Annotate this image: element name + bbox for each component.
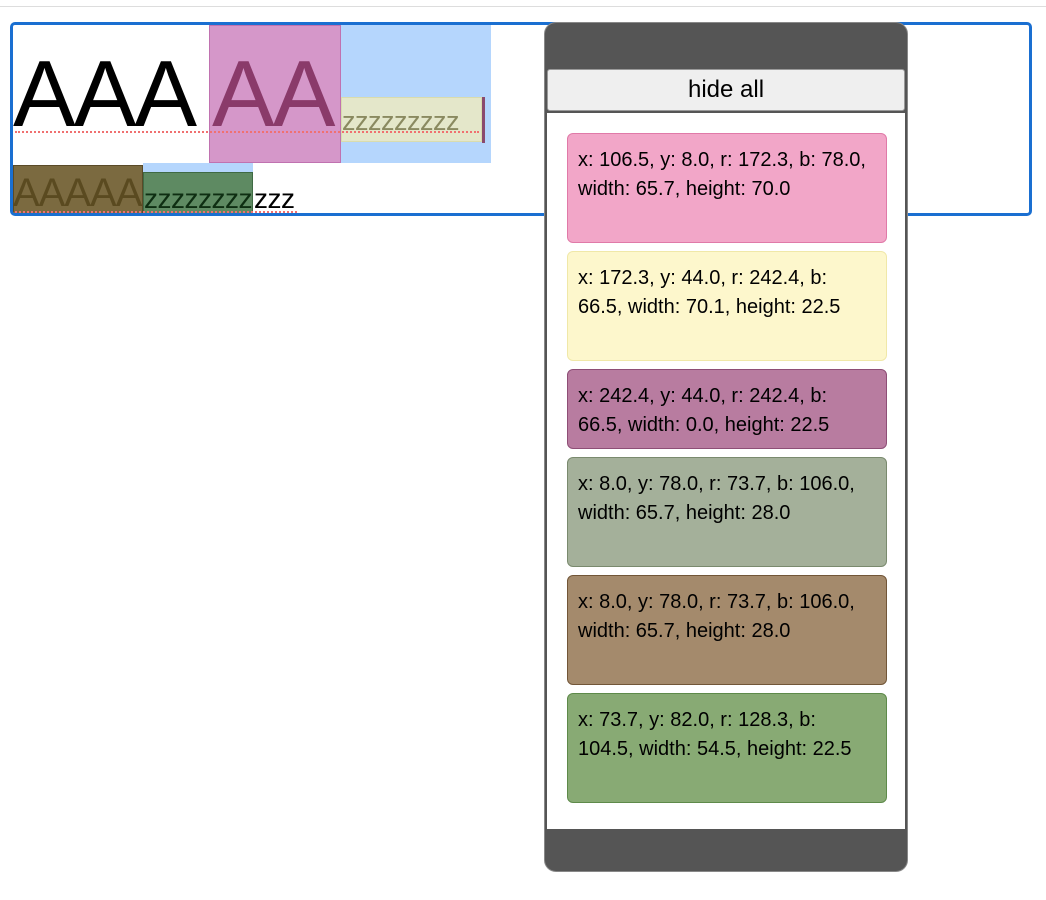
top-divider — [0, 6, 1046, 7]
text-run-zzz-small: zzzzzzzzz — [342, 106, 460, 136]
debug-panel: hide all x: 106.5, y: 8.0, r: 172.3, b: … — [544, 22, 908, 872]
text-caret — [482, 97, 485, 143]
highlight-box-brown — [13, 165, 143, 213]
rect-card-pink[interactable]: x: 106.5, y: 8.0, r: 172.3, b: 78.0, wid… — [567, 133, 887, 243]
rect-card-sage[interactable]: x: 8.0, y: 78.0, r: 73.7, b: 106.0, widt… — [567, 457, 887, 567]
text-run-aaa: AAA — [13, 41, 197, 146]
highlight-box-yellow — [341, 97, 482, 142]
text-run-zzz-plain: zzz — [254, 183, 295, 214]
highlight-box-green — [143, 172, 253, 213]
rect-card-mauve[interactable]: x: 242.4, y: 44.0, r: 242.4, b: 66.5, wi… — [567, 369, 887, 449]
rect-card-green[interactable]: x: 73.7, y: 82.0, r: 128.3, b: 104.5, wi… — [567, 693, 887, 803]
highlight-box-pink — [209, 25, 341, 163]
text-run-aaaaa: AAAAA — [13, 171, 142, 215]
spellcheck-underline-2 — [15, 211, 297, 213]
rect-card-yellow[interactable]: x: 172.3, y: 44.0, r: 242.4, b: 66.5, wi… — [567, 251, 887, 361]
rect-card-brown[interactable]: x: 8.0, y: 78.0, r: 73.7, b: 106.0, widt… — [567, 575, 887, 685]
hide-all-button[interactable]: hide all — [547, 69, 905, 111]
selection-highlight-blue-2 — [143, 163, 253, 173]
spellcheck-underline-1 — [15, 131, 479, 133]
text-run-zzz-green: zzzzzzzz — [144, 183, 253, 214]
rect-list: x: 106.5, y: 8.0, r: 172.3, b: 78.0, wid… — [547, 113, 905, 829]
text-run-aa-highlighted: AA — [212, 41, 335, 146]
